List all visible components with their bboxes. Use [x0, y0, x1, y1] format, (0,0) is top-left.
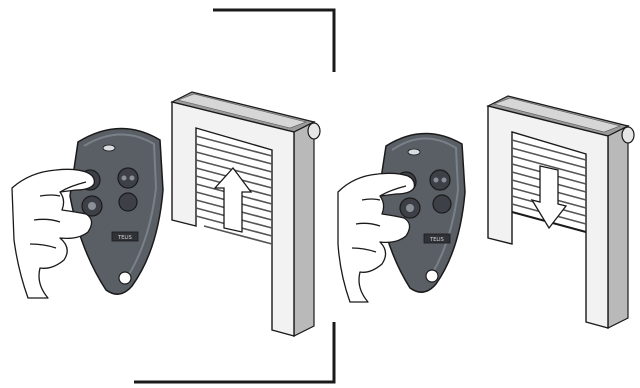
- remote-control-icon: TELIS: [70, 128, 163, 294]
- remote-button-select: [433, 195, 451, 213]
- remote-button-my: [430, 170, 450, 190]
- shutter-roller-cap: [622, 127, 634, 143]
- hand-icon: [338, 173, 414, 302]
- remote-button-select: [119, 193, 137, 211]
- shutter-frame-side: [294, 122, 314, 336]
- shutter-frame-side: [608, 126, 628, 328]
- remote-button-my: [118, 168, 138, 188]
- remote-led: [103, 145, 115, 151]
- remote-control-icon: TELIS: [378, 133, 465, 292]
- roller-shutter-icon: [488, 96, 634, 328]
- panel-close: TELIS: [338, 96, 634, 328]
- remote-label: TELIS: [429, 237, 444, 243]
- panel-open: TELIS: [12, 92, 320, 336]
- hand-icon: [12, 169, 94, 298]
- roller-shutter-icon: [172, 92, 320, 336]
- remote-led: [408, 149, 420, 155]
- remote-label: TELIS: [117, 235, 132, 241]
- divider-top-bracket: [213, 10, 334, 72]
- shutter-roller-cap: [308, 123, 320, 139]
- remote-keyring-hole: [119, 272, 131, 284]
- remote-keyring-hole: [426, 270, 438, 282]
